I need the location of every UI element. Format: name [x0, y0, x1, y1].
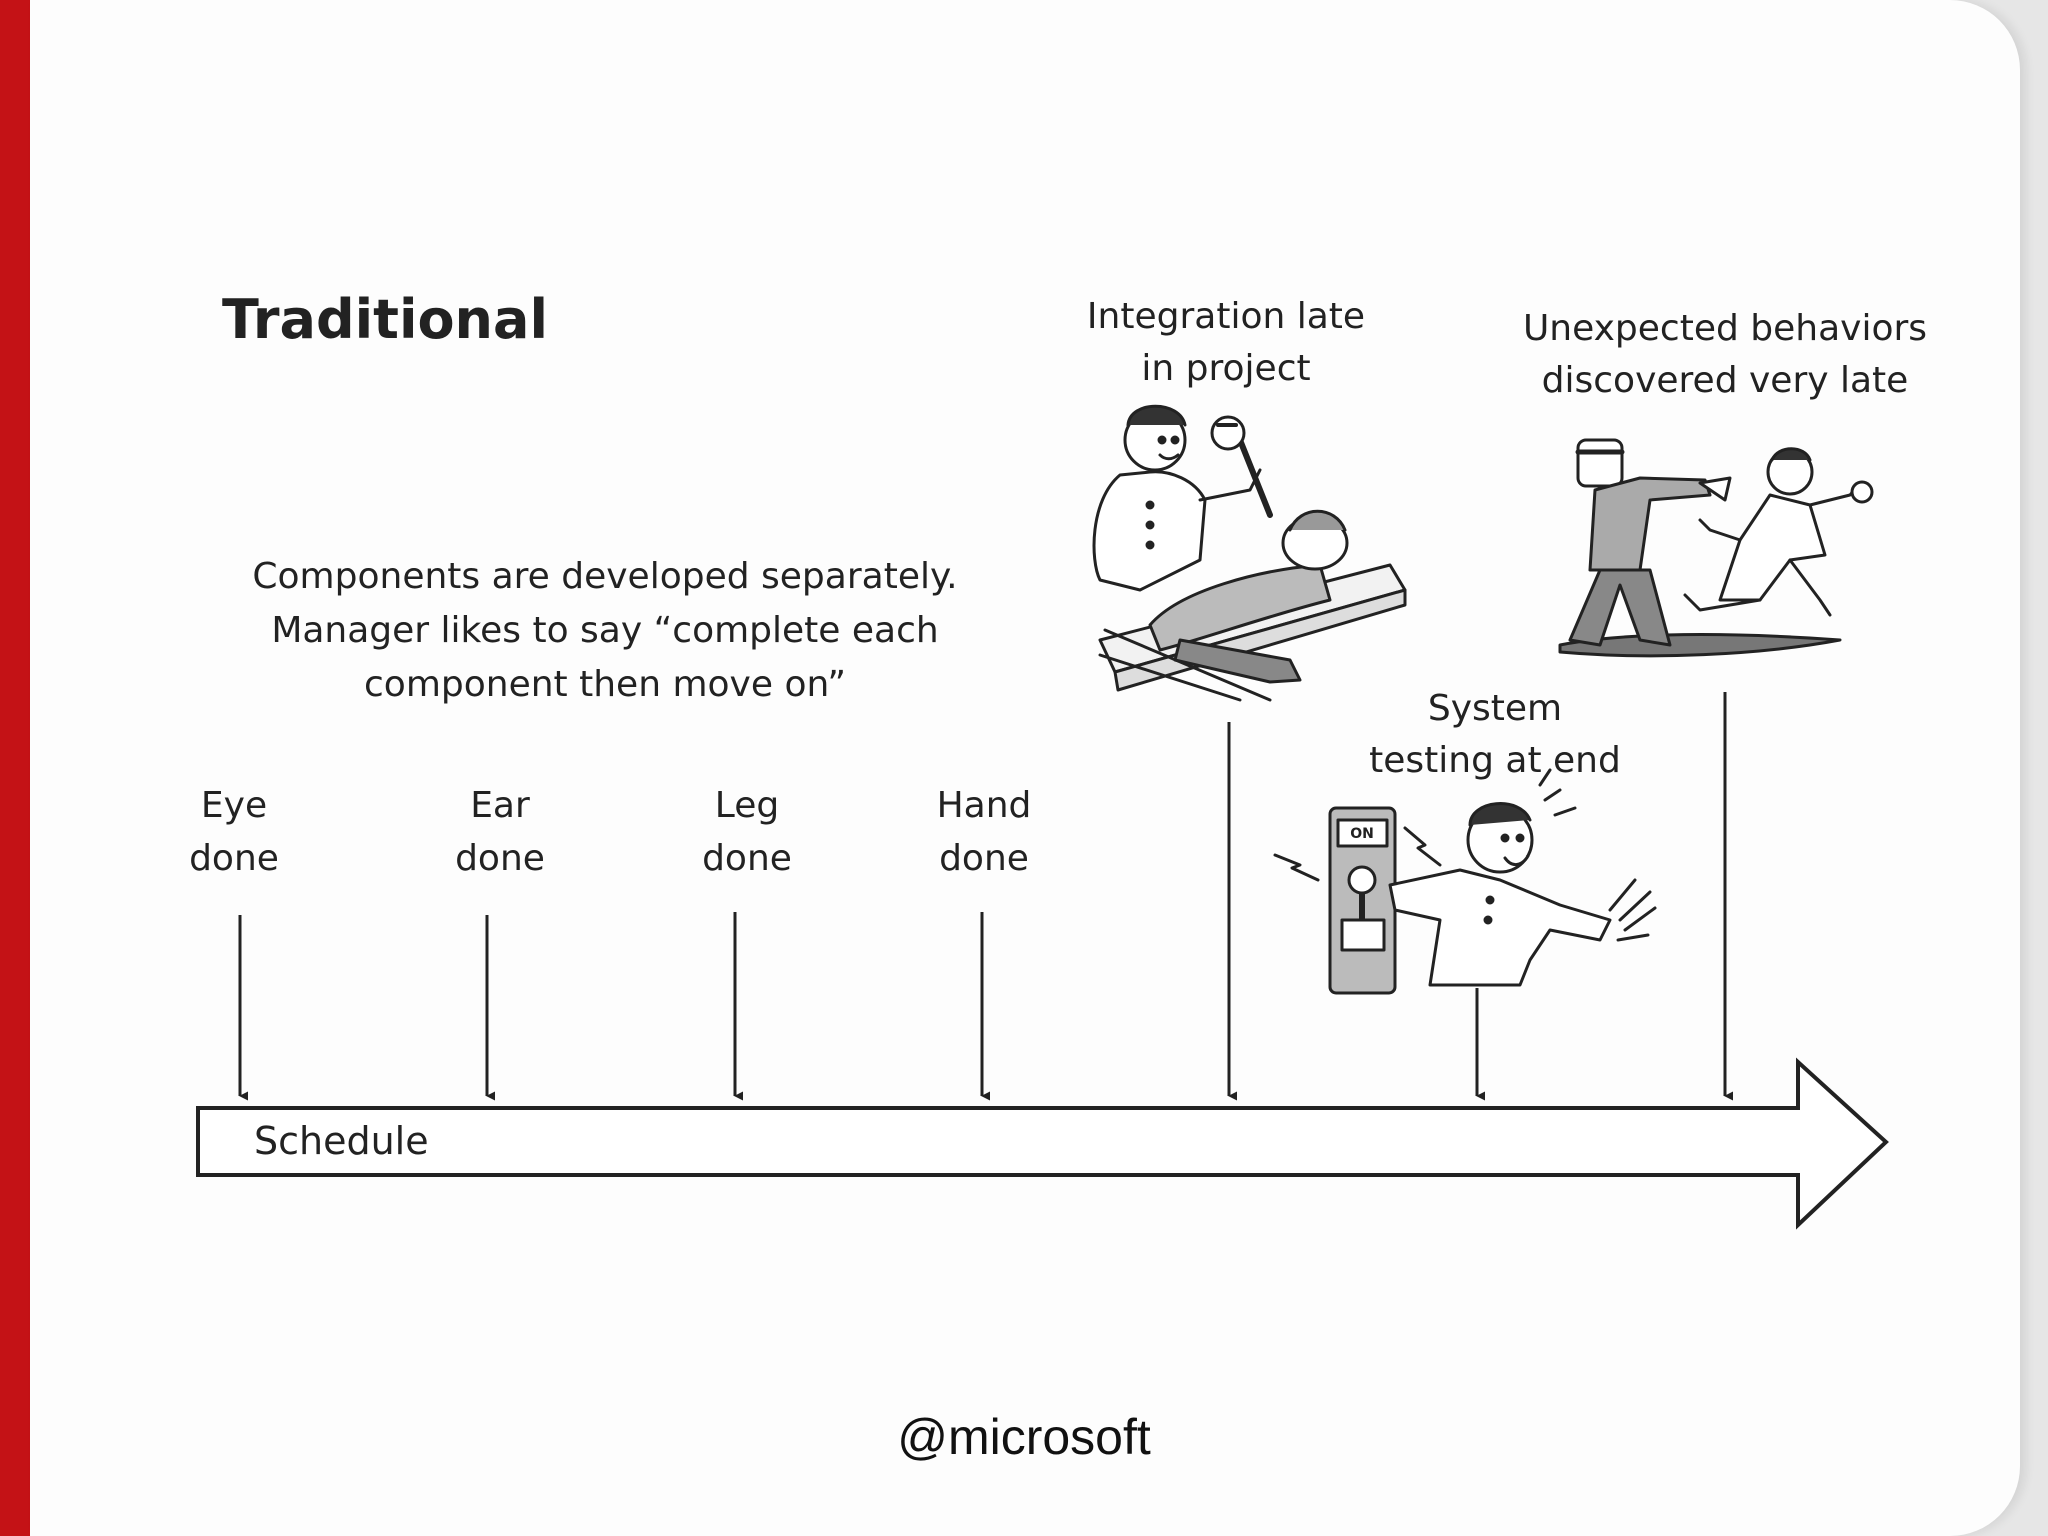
milestone-ear-status: done — [455, 838, 545, 879]
milestone-hand-label: Hand — [937, 785, 1032, 826]
milestone-arrows — [238, 692, 1734, 1101]
system-test-label: testing at end — [1369, 740, 1621, 781]
description-line: component then move on” — [364, 664, 846, 705]
milestone-eye-label: Eye — [201, 785, 267, 826]
milestone-ear-label: Ear — [470, 785, 530, 826]
integration-label: in project — [1141, 348, 1310, 389]
milestone-eye-status: done — [189, 838, 279, 879]
milestone-leg-label: Leg — [715, 785, 779, 826]
system-test-label: System — [1428, 688, 1562, 729]
diagram-title: Traditional — [222, 288, 548, 351]
description-line: Manager likes to say “complete each — [271, 610, 938, 651]
unexpected-label: discovered very late — [1542, 360, 1909, 401]
switch-on-label: ON — [1350, 826, 1374, 842]
description-line: Components are developed separately. — [252, 556, 957, 597]
footer-handle: @microsoft — [897, 1409, 1151, 1465]
integration-label: Integration late — [1087, 296, 1365, 337]
schedule-label: Schedule — [254, 1119, 429, 1163]
slide-panel — [30, 0, 2020, 1536]
red-accent-bar — [0, 0, 30, 1536]
milestone-hand-status: done — [939, 838, 1029, 879]
schedule-arrow — [196, 1057, 1889, 1230]
description-text: Components are developed separately. Man… — [252, 556, 957, 705]
system-test-illustration — [1273, 768, 1657, 995]
milestone-leg-status: done — [702, 838, 792, 879]
unexpected-illustration — [1558, 438, 1874, 658]
unexpected-label: Unexpected behaviors — [1523, 308, 1927, 349]
integration-illustration — [1092, 404, 1407, 702]
